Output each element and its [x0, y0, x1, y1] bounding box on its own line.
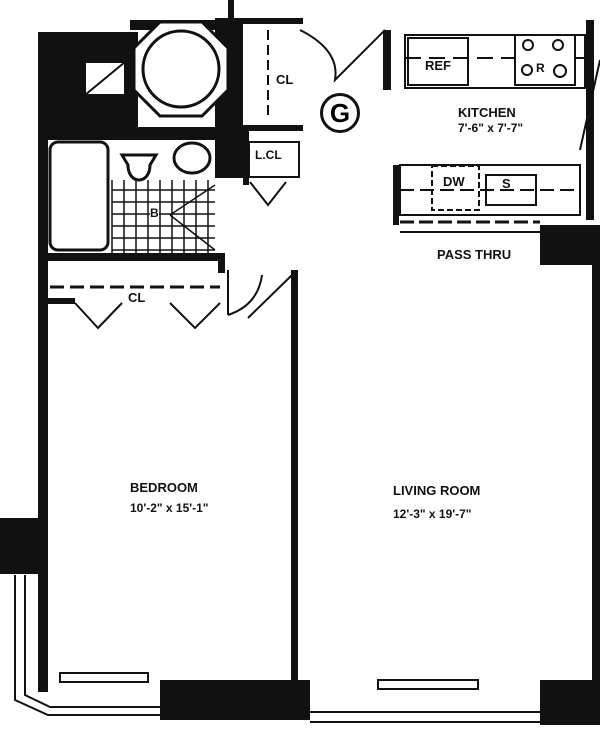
ref-label: REF — [425, 58, 451, 73]
dishwasher-label: DW — [443, 174, 465, 189]
unit-badge: G — [320, 93, 360, 133]
living-room-name: LIVING ROOM — [393, 483, 481, 498]
window-wall — [14, 575, 540, 723]
sink-label: S — [502, 176, 511, 191]
refrigerator — [407, 37, 469, 86]
bedroom-closet-label: CL — [128, 290, 146, 305]
water-heater-icon — [141, 29, 221, 109]
pass-thru-label: PASS THRU — [437, 247, 512, 262]
bath-label: B — [150, 205, 159, 221]
linen-closet-label: L.CL — [255, 148, 282, 162]
living-room-dims: 12'-3" x 19'-7" — [393, 507, 472, 521]
wall-divider — [291, 270, 298, 692]
closet-doors — [74, 302, 221, 330]
kitchen-dims: 7'-6" x 7'-7" — [458, 121, 524, 135]
closet-label-top: CL — [276, 72, 294, 87]
bedroom-dims: 10'-2" x 15'-1" — [130, 501, 209, 515]
range — [514, 34, 576, 86]
wall-left — [38, 32, 48, 692]
bedroom-name: BEDROOM — [130, 480, 198, 495]
kitchen-name: KITCHEN — [458, 105, 516, 120]
tile-floor — [111, 180, 215, 253]
range-label: R — [536, 61, 545, 75]
entry-door — [299, 29, 386, 83]
sink-icon — [172, 141, 212, 175]
bathtub-icon — [48, 140, 110, 252]
utility-octagon — [132, 20, 230, 118]
toilet-icon — [119, 153, 159, 182]
